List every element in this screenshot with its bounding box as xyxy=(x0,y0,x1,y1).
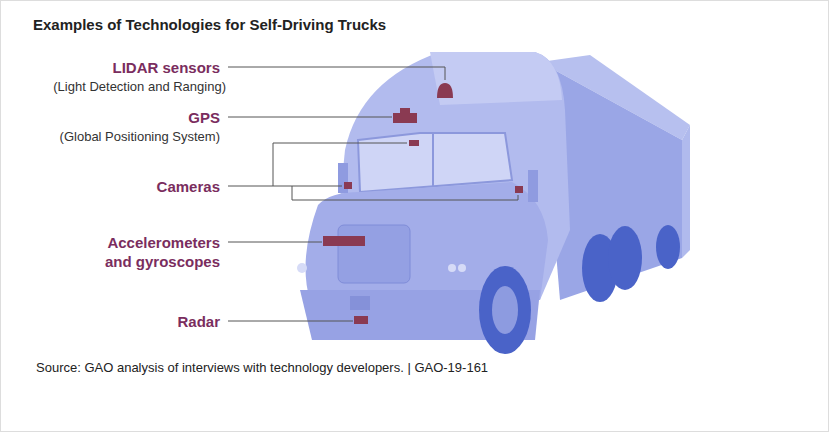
headlight xyxy=(448,264,456,272)
leader-line xyxy=(228,242,322,243)
leader-line xyxy=(273,143,407,186)
lidar-sensor xyxy=(437,83,453,98)
leader-line xyxy=(273,186,342,187)
camera xyxy=(344,182,352,189)
rear-wheel xyxy=(608,226,642,290)
source-caption: Source: GAO analysis of interviews with … xyxy=(36,360,488,375)
figure-title: Examples of Technologies for Self-Drivin… xyxy=(33,16,386,33)
leader-line xyxy=(228,67,445,80)
leader-line xyxy=(292,186,518,200)
leader-line xyxy=(228,186,273,187)
hub xyxy=(492,286,518,334)
part-name: Accelerometers and gyroscopes xyxy=(90,233,220,271)
leader-line xyxy=(228,321,353,322)
radar-sensor xyxy=(354,316,368,324)
headlight xyxy=(297,263,307,273)
part-note: (Global Positioning System) xyxy=(60,129,220,144)
windshield-divider xyxy=(432,133,434,186)
part-name: Cameras xyxy=(157,177,220,196)
camera xyxy=(515,186,523,193)
leader-line xyxy=(228,117,392,118)
roof-fairing xyxy=(430,52,562,105)
camera xyxy=(409,140,419,146)
windshield xyxy=(358,133,512,192)
headlight xyxy=(458,264,466,272)
part-name: GPS xyxy=(188,108,220,127)
plate xyxy=(350,296,370,310)
front-wheel xyxy=(479,266,531,354)
part-name: LIDAR sensors xyxy=(112,58,220,77)
trailer-rear xyxy=(682,125,690,258)
rear-wheel xyxy=(656,225,680,269)
mirror xyxy=(528,170,538,202)
part-note: (Light Detection and Ranging) xyxy=(53,79,226,94)
grille xyxy=(338,225,410,283)
accelerometer-unit xyxy=(323,236,365,246)
part-name: Radar xyxy=(177,312,220,331)
gps-unit xyxy=(393,113,417,123)
gps-antenna xyxy=(400,108,410,114)
